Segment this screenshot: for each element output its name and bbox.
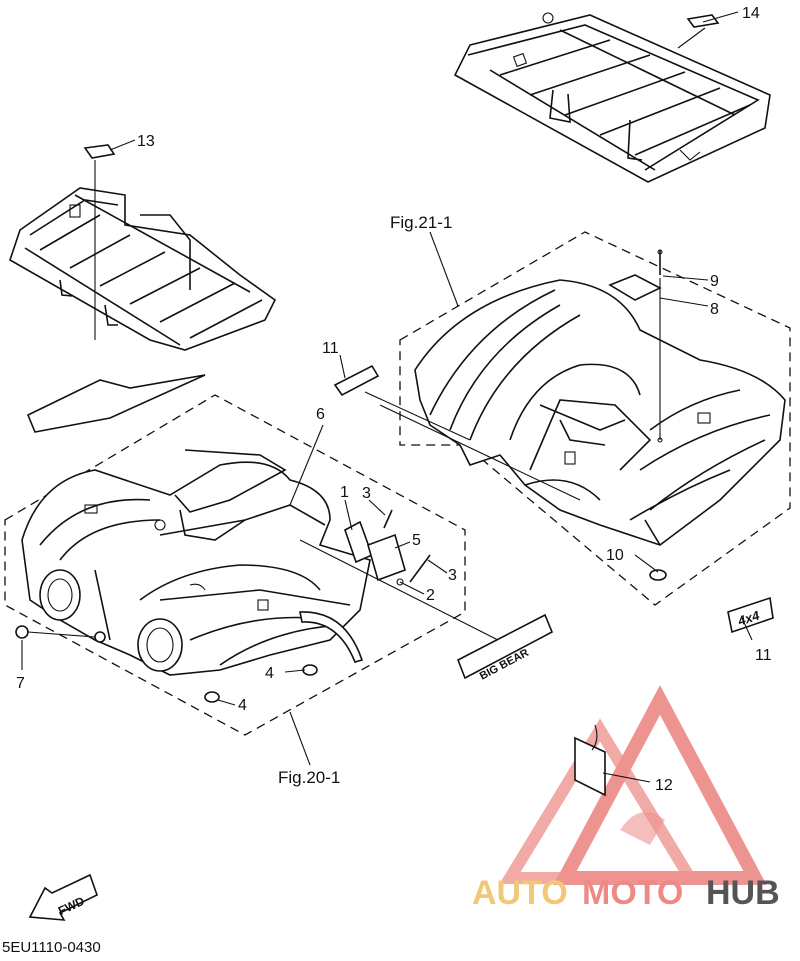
fig-ref-front: Fig.20-1 <box>278 768 340 787</box>
callout-3a: 3 <box>362 485 371 502</box>
callout-13: 13 <box>137 133 155 150</box>
plate-5 <box>367 533 406 582</box>
front-carrier <box>9 187 277 351</box>
watermark-text: AUTO MOTO HUB <box>472 874 780 912</box>
svg-text:AUTO: AUTO <box>472 874 568 912</box>
decal-14 <box>686 14 720 28</box>
callout-9: 9 <box>710 273 719 290</box>
callout-6: 6 <box>316 406 325 423</box>
grommet-10 <box>649 569 667 581</box>
diagram-code: 5EU1110-0430 <box>2 939 101 956</box>
clip-4a <box>302 664 318 676</box>
svg-text:MOTO: MOTO <box>582 874 683 912</box>
emblem-small <box>333 364 380 397</box>
callout-14: 14 <box>742 5 760 22</box>
decal-13 <box>83 144 116 159</box>
front-fender <box>21 449 371 676</box>
svg-text:HUB: HUB <box>706 874 780 912</box>
callout-2: 2 <box>426 587 435 604</box>
callout-4b: 4 <box>238 697 247 714</box>
callout-labels: 14 13 9 8 11 6 1 3 5 3 2 10 11 7 4 4 12 <box>16 5 772 794</box>
callout-11a: 11 <box>322 340 339 357</box>
front-fender-flap <box>299 611 364 663</box>
front-panel-pad <box>26 374 206 433</box>
rear-fender <box>414 279 786 546</box>
washer-2 <box>396 578 404 586</box>
clip-7 <box>15 625 29 639</box>
callout-5: 5 <box>412 532 421 549</box>
rear-carrier <box>453 12 771 183</box>
bolt-3a <box>383 509 393 529</box>
callout-10: 10 <box>606 547 624 564</box>
emblem-4x4: 4x4 <box>727 596 774 634</box>
fwd-arrow-icon: FWD <box>28 873 98 921</box>
rear-bracket-plate <box>608 274 662 301</box>
tag-12 <box>574 724 606 797</box>
leader-lines <box>21 11 753 783</box>
front-fender-assembly-outline <box>4 394 466 736</box>
svg-text:4x4: 4x4 <box>735 607 762 629</box>
screw-9 <box>657 249 663 275</box>
callout-1: 1 <box>340 484 349 501</box>
callout-12: 12 <box>655 777 673 794</box>
callout-3b: 3 <box>448 567 457 584</box>
callout-7: 7 <box>16 675 25 692</box>
callout-4a: 4 <box>265 665 274 682</box>
fig-ref-rear: Fig.21-1 <box>390 213 452 232</box>
side-decal: BIG BEAR <box>456 613 554 683</box>
clip-4b <box>204 691 220 703</box>
callout-11b: 11 <box>755 647 772 664</box>
watermark-logo <box>499 685 767 885</box>
bolt-3b <box>409 554 431 583</box>
callout-8: 8 <box>710 301 719 318</box>
